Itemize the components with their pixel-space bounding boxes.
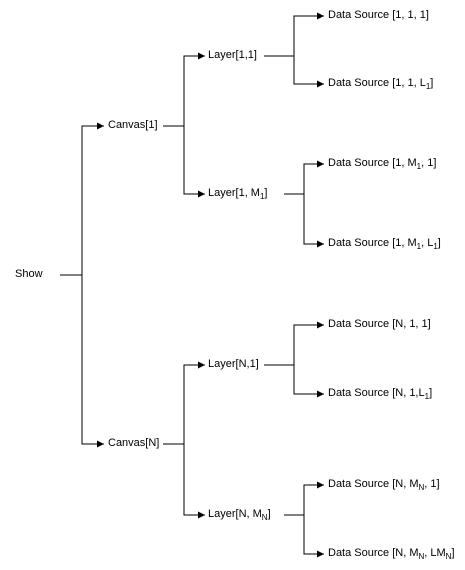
node-ds-1-1-l1: Data Source [1, 1, L1] [328,77,434,91]
connector-layer-1-1-ds-2 [293,56,324,88]
connector-layer-n-mn-ds-2 [303,515,324,558]
node-layer-1-1: Layer[1,1] [208,49,257,61]
node-layer-n-mn: Layer[N, MN] [208,508,271,522]
node-ds-n-1-l1: Data Source [N, 1,L1] [328,387,433,401]
node-canvas-n: Canvas[N] [108,437,160,449]
connector-layer-1-1-ds-1 [264,12,324,57]
connector-layer-n-1-ds-2 [293,365,324,398]
connector-canvas-n-layer-n-1 [163,361,205,445]
connector-layer-1-m1-ds-2 [303,194,324,248]
node-ds-n-mn-1: Data Source [N, MN, 1] [328,478,440,492]
node-ds-1-1-1: Data Source [1, 1, 1] [328,9,429,21]
node-layer-n-1: Layer[N,1] [208,358,259,370]
node-ds-n-mn-lmn: Data Source [N, MN, LMN] [328,547,455,561]
connector-canvas-1-layer-1-1 [163,52,205,127]
connector-layer-n-1-ds-1 [264,321,324,366]
connector-show-canvas-1 [60,122,104,276]
node-canvas-1: Canvas[1] [108,119,158,131]
connector-layer-1-m1-ds-1 [284,160,324,195]
node-ds-1-m1-l1: Data Source [1, M1, L1] [328,237,441,251]
connector-layer-n-mn-ds-1 [284,481,324,516]
node-show: Show [15,268,43,280]
node-ds-n-1-1: Data Source [N, 1, 1] [328,318,431,330]
connector-show-canvas-n [81,275,104,448]
connector-canvas-1-layer-1-m1 [183,126,205,198]
node-layer-1-m1: Layer[1, M1] [208,187,268,201]
connector-canvas-n-layer-n-mn [183,444,205,519]
node-ds-1-m1-1: Data Source [1, M1, 1] [328,157,437,171]
